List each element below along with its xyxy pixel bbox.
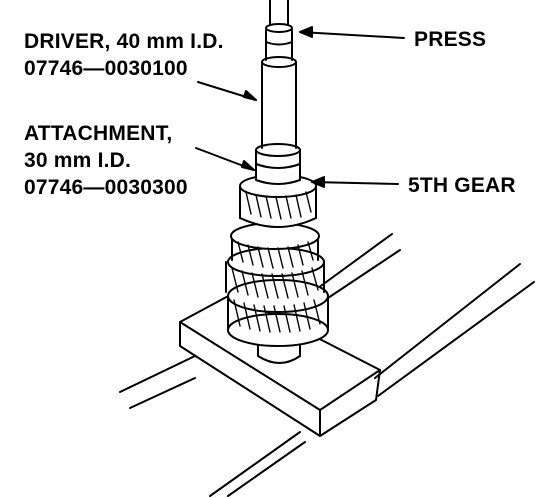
driver-label-line1: DRIVER, 40 mm I.D. [24,30,224,53]
attachment-label-line3: 07746—0030300 [24,176,188,199]
attachment-label-line1: ATTACHMENT, [24,122,173,145]
gear-stack [225,222,329,364]
support-rails [119,233,535,497]
attachment-collar [255,143,301,185]
leader-lines [195,26,405,188]
driver-label: DRIVER, 40 mm I.D. 07746—0030100 [24,28,224,82]
attachment-label: ATTACHMENT, 30 mm I.D. 07746—0030300 [24,120,188,201]
gear-teeth [231,241,321,333]
driver-label-line2: 07746—0030100 [24,57,188,80]
driver-shaft [261,0,297,149]
attachment-label-line2: 30 mm I.D. [24,149,132,172]
fifth-gear-label: 5TH GEAR [408,174,516,197]
press-label: PRESS [414,28,487,51]
